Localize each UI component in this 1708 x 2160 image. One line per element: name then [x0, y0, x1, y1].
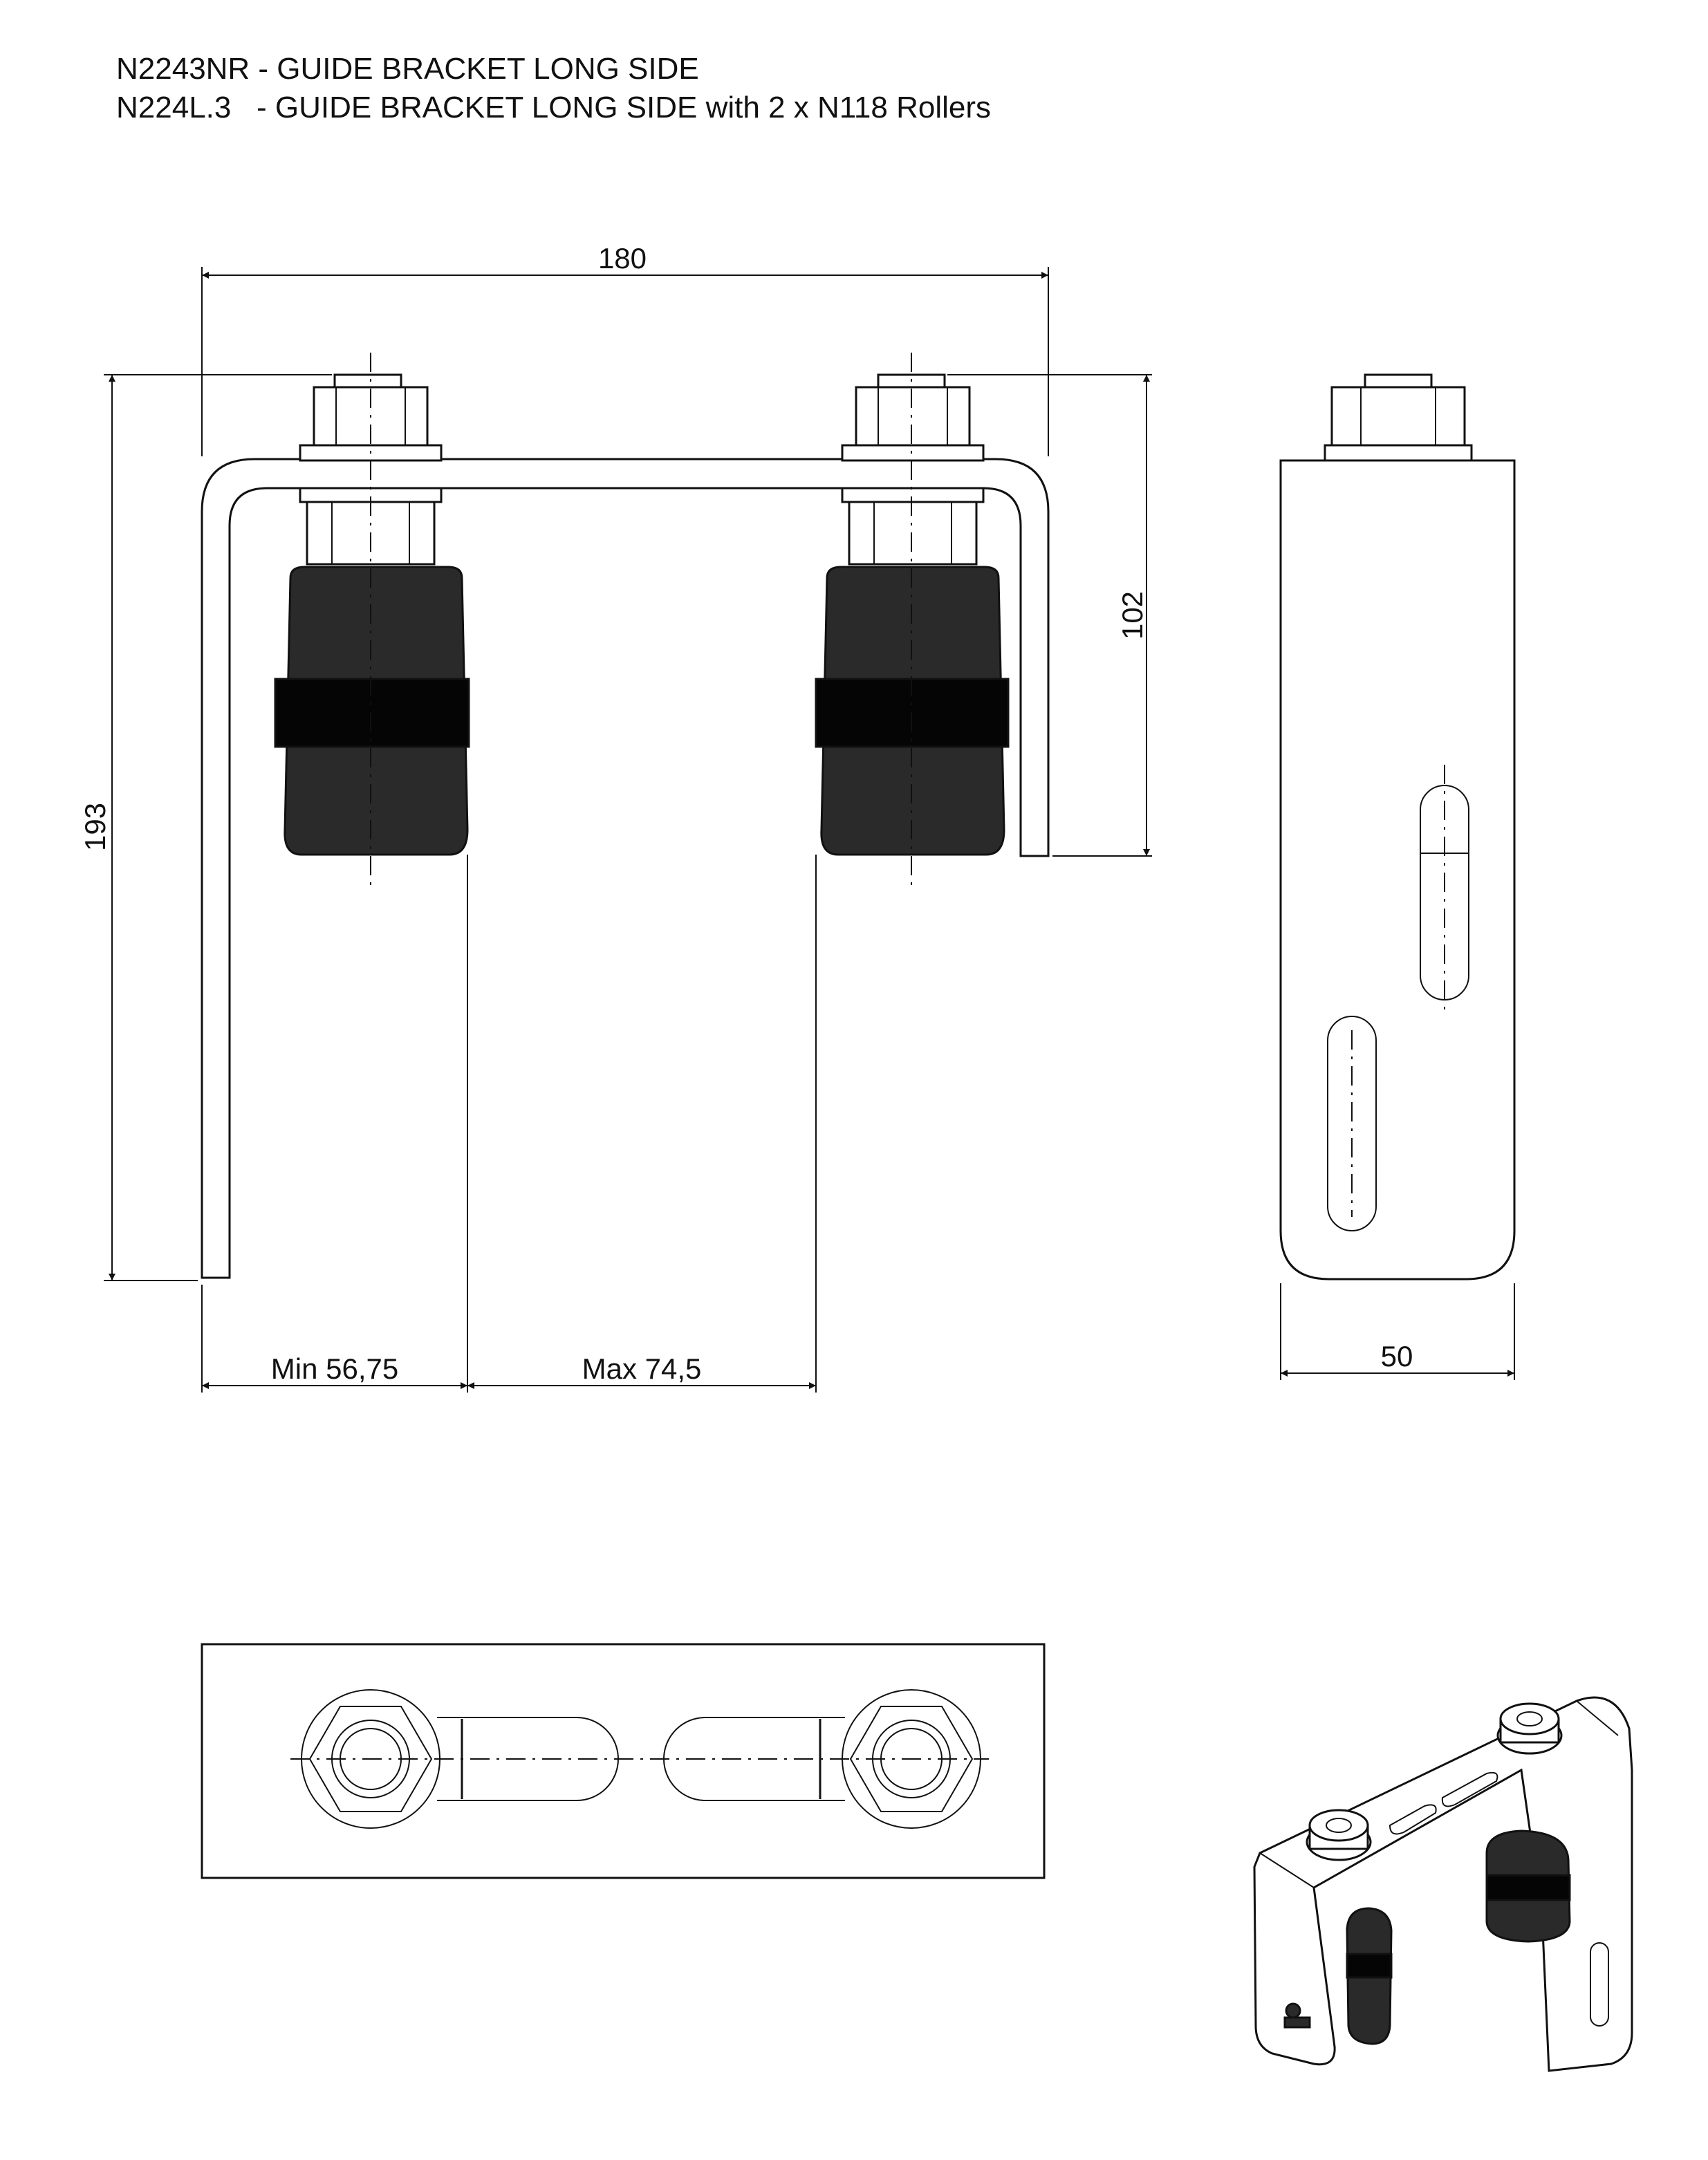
dim-height-inner: 102 — [947, 374, 1152, 857]
title-line-2: N224L.3 - GUIDE BRACKET LONG SIDE with 2… — [116, 91, 992, 124]
isometric-view — [1253, 1696, 1633, 2072]
dim-min-max: Min 56,75 Max 74,5 — [201, 855, 817, 1393]
dim-50-label: 50 — [1381, 1340, 1413, 1372]
dim-max-label: Max 74,5 — [582, 1352, 702, 1385]
dim-height-overall: 193 — [79, 374, 332, 1281]
dim-width-overall: 180 — [201, 242, 1049, 456]
bracket-outline — [201, 458, 1050, 1279]
side-view: 50 — [1279, 373, 1516, 1380]
title-block: N2243NR - GUIDE BRACKET LONG SIDE N224L.… — [116, 50, 991, 127]
left-roller-assembly — [274, 353, 470, 885]
title-line-1: N2243NR - GUIDE BRACKET LONG SIDE — [116, 52, 699, 86]
dim-min-label: Min 56,75 — [271, 1352, 398, 1385]
dim-193-label: 193 — [79, 803, 111, 851]
front-view: 180 193 102 Min 56,75 Max 74,5 — [79, 242, 1152, 1393]
top-view — [201, 1643, 1046, 1879]
dim-180-label: 180 — [598, 242, 647, 274]
right-roller-assembly — [815, 353, 1010, 885]
dim-102-label: 102 — [1116, 591, 1149, 640]
